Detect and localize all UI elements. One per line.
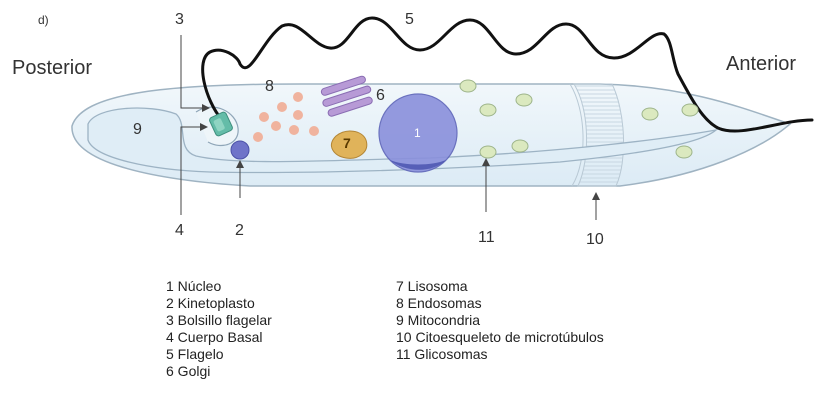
endosome: [293, 92, 303, 102]
glycosome: [642, 108, 658, 120]
endosome: [253, 132, 263, 142]
glycosome: [682, 104, 698, 116]
endosome: [289, 125, 299, 135]
callout-2: 2: [235, 223, 244, 239]
legend-item: 2 Kinetoplasto: [166, 295, 272, 312]
callout-1: 1: [414, 127, 421, 139]
legend-item: 5 Flagelo: [166, 346, 272, 363]
legend-item: 11 Glicosomas: [396, 346, 604, 363]
callout-4: 4: [175, 223, 184, 239]
posterior-label: Posterior: [12, 58, 92, 78]
anterior-label: Anterior: [726, 54, 796, 74]
legend-item: 7 Lisosoma: [396, 278, 604, 295]
legend-item: 1 Núcleo: [166, 278, 272, 295]
legend-item: 9 Mitocondria: [396, 312, 604, 329]
callout-7: 7: [343, 136, 351, 150]
legend-item: 4 Cuerpo Basal: [166, 329, 272, 346]
callout-11: 11: [478, 230, 495, 246]
callout-10: 10: [586, 232, 604, 248]
endosome: [271, 121, 281, 131]
endosome: [277, 102, 287, 112]
callout-8: 8: [265, 79, 274, 95]
glycosome: [480, 146, 496, 158]
glycosome: [676, 146, 692, 158]
callout-9: 9: [133, 122, 142, 138]
legend-item: 3 Bolsillo flagelar: [166, 312, 272, 329]
kinetoplast: [231, 141, 249, 159]
callout-6: 6: [376, 88, 385, 104]
panel-label: d): [38, 14, 49, 26]
glycosome: [480, 104, 496, 116]
callout-5: 5: [405, 12, 414, 28]
glycosome: [460, 80, 476, 92]
arrow-head-10: [592, 192, 600, 200]
endosome: [259, 112, 269, 122]
glycosome: [512, 140, 528, 152]
endosome: [293, 110, 303, 120]
legend-item: 6 Golgi: [166, 363, 272, 380]
legend-right-column: 7 Lisosoma 8 Endosomas 9 Mitocondria 10 …: [396, 278, 604, 363]
legend-left-column: 1 Núcleo 2 Kinetoplasto 3 Bolsillo flage…: [166, 278, 272, 380]
glycosome: [516, 94, 532, 106]
legend-item: 10 Citoesqueleto de microtúbulos: [396, 329, 604, 346]
endosome: [309, 126, 319, 136]
legend-item: 8 Endosomas: [396, 295, 604, 312]
callout-3: 3: [175, 12, 184, 28]
